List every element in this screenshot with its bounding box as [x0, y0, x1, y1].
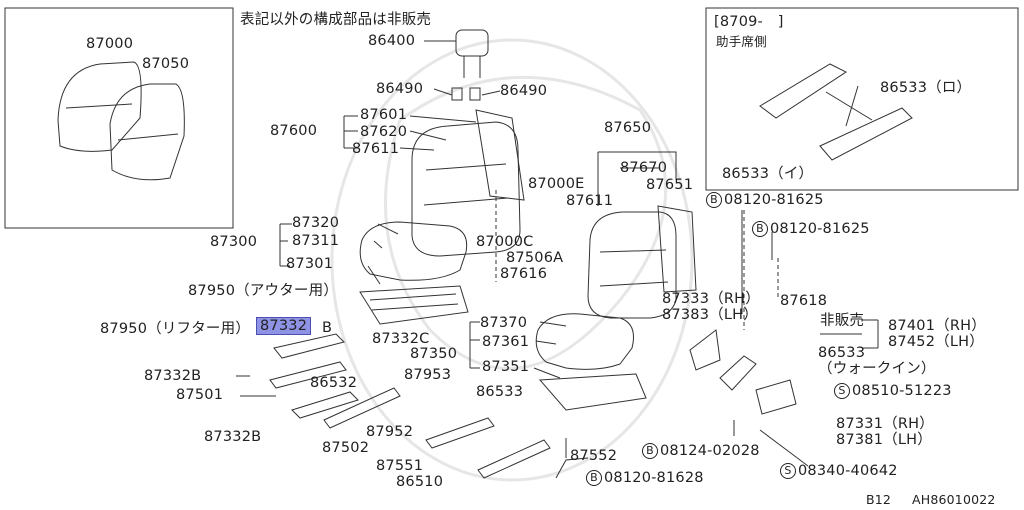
part-87050: 87050 [142, 56, 190, 72]
part-87332B-suffix: B [322, 320, 333, 336]
inset-seat-box [4, 7, 234, 229]
screw-marker-s: S [834, 383, 850, 399]
part-87332B-a: 87332B [144, 368, 202, 384]
part-86533-i: 86533（イ） [722, 166, 814, 182]
bolt-marker-b: B [586, 470, 602, 486]
part-87552: 87552 [570, 448, 618, 464]
part-87383: 87383（LH） [662, 307, 758, 323]
part-87611-passenger: 87611 [566, 193, 614, 209]
part-87950-lifter: 87950（リフター用） [100, 321, 251, 337]
part-86400: 86400 [368, 33, 416, 49]
part-86533-ro: 86533（ロ） [880, 80, 972, 96]
part-87300: 87300 [210, 234, 258, 250]
driver-seat-cushion [359, 221, 469, 325]
header-note: 表記以外の構成部品は非販売 [240, 12, 432, 28]
part-87501: 87501 [176, 387, 224, 403]
bolt-marker-b: B [642, 443, 658, 459]
part-87506A: 87506A [506, 250, 564, 266]
part-87333: 87333（RH） [662, 291, 760, 307]
inset-title: [8709- ] [714, 14, 784, 30]
not-for-sale-note: 非販売 [820, 313, 865, 329]
part-87551: 87551 [376, 458, 424, 474]
part-87351: 87351 [482, 359, 530, 375]
bolt-marker-b: B [706, 192, 722, 208]
seat-rails [269, 333, 551, 479]
part-87650: 87650 [604, 120, 652, 136]
part-87000: 87000 [86, 36, 134, 52]
watermark-logo [330, 38, 694, 482]
part-87952: 87952 [366, 424, 414, 440]
part-86533-center: 86533 [476, 384, 524, 400]
part-87401: 87401（RH） [888, 318, 986, 334]
part-87320: 87320 [292, 215, 340, 231]
part-87370: 87370 [480, 315, 528, 331]
part-87350: 87350 [410, 346, 458, 362]
footer-page: B12 [866, 492, 892, 507]
part-87000C: 87000C [476, 234, 534, 250]
part-87381: 87381（LH） [836, 432, 932, 448]
part-87601: 87601 [360, 107, 408, 123]
part-86533-walkin: 86533 [818, 345, 866, 361]
part-86532: 86532 [310, 375, 358, 391]
part-87332C: 87332C [372, 331, 430, 347]
footer-code: AH86010022 [912, 492, 996, 507]
walkin-note: （ウォークイン） [818, 361, 936, 377]
part-87600: 87600 [270, 123, 318, 139]
inset-subtitle: 助手席側 [716, 34, 767, 49]
part-86490-right: 86490 [500, 83, 548, 99]
part-87301: 87301 [286, 256, 334, 272]
part-86510: 86510 [396, 474, 444, 490]
bolt-marker-b: B [752, 221, 768, 237]
part-87502: 87502 [322, 440, 370, 456]
part-87611-driver: 87611 [352, 141, 400, 157]
part-87651: 87651 [646, 177, 694, 193]
part-87332B-b: 87332B [204, 429, 262, 445]
part-87361: 87361 [482, 334, 530, 350]
headrest-part [424, 29, 489, 78]
part-87953: 87953 [404, 367, 452, 383]
driver-seat-back [411, 109, 525, 257]
part-87332-highlighted[interactable]: 87332 [256, 317, 312, 335]
part-87670: 87670 [620, 160, 668, 176]
part-87452: 87452（LH） [888, 334, 984, 350]
part-87950-outer: 87950（アウター用） [188, 283, 339, 299]
inset-rail-box [705, 7, 1019, 191]
part-87616: 87616 [500, 266, 548, 282]
part-87000E: 87000E [528, 176, 585, 192]
passenger-seat-back [587, 205, 697, 319]
part-87620: 87620 [360, 124, 408, 140]
part-87618: 87618 [780, 293, 828, 309]
part-86490-left: 86490 [376, 81, 424, 97]
passenger-seat-cushion [535, 313, 647, 411]
part-87331: 87331（RH） [836, 416, 934, 432]
screw-marker-s: S [780, 463, 796, 479]
part-87311: 87311 [292, 233, 340, 249]
